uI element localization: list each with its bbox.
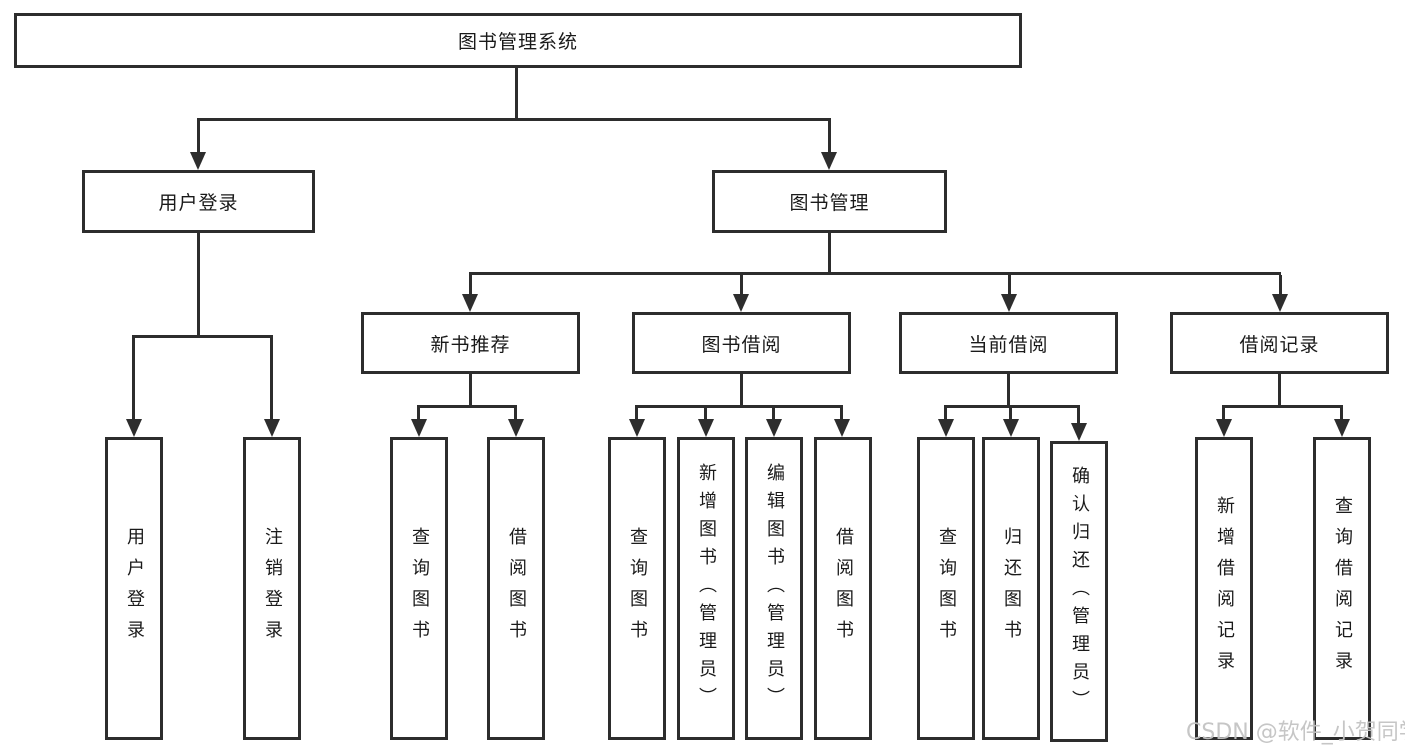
arrowhead-query-books-3 <box>938 419 954 437</box>
leaf-confirm-return-admin-label: 确认归还（管理员） <box>1069 465 1090 718</box>
connector-new-book-stem <box>469 374 472 405</box>
node-root-label: 图书管理系统 <box>457 31 578 53</box>
leaf-query-books-2-label: 查询图书 <box>627 526 648 651</box>
arrowhead-current-borrow <box>1001 294 1017 312</box>
leaf-borrow-books-1-label: 借阅图书 <box>506 526 527 651</box>
leaf-logout-label: 注销登录 <box>262 526 283 651</box>
connector-book-borrow-group-branch <box>635 405 843 408</box>
node-book-borrow: 图书借阅 <box>632 312 851 374</box>
arrowhead-edit-book-admin <box>766 419 782 437</box>
leaf-return-book-label: 归还图书 <box>1001 526 1022 651</box>
connector-level3-branch <box>469 272 1281 275</box>
connector-book-borrow-stem <box>740 374 743 405</box>
leaf-add-book-admin-label: 新增图书（管理员） <box>696 462 717 715</box>
leaf-user-login: 用户登录 <box>105 437 163 740</box>
connector-current-borrow-group-branch <box>944 405 1080 408</box>
connector-login-leaf2-drop <box>270 338 273 421</box>
connector-book-mgmt-stem <box>828 233 831 272</box>
node-borrow-record: 借阅记录 <box>1170 312 1389 374</box>
arrowhead-confirm-return-admin <box>1071 423 1087 441</box>
connector-nb-leaf1-drop <box>417 408 420 421</box>
connector-book-mgmt-drop <box>828 121 831 154</box>
arrowhead-leaf-user-login <box>126 419 142 437</box>
connector-br-leaf2-drop <box>1340 408 1343 421</box>
leaf-add-borrow-record: 新增借阅记录 <box>1195 437 1253 740</box>
connector-user-login-stem <box>197 233 200 335</box>
connector-bb-leaf2-drop <box>704 408 707 421</box>
connector-borrow-record-stem <box>1278 374 1281 405</box>
node-book-borrow-label: 图书借阅 <box>701 333 782 356</box>
connector-cb-leaf2-drop <box>1009 408 1012 421</box>
leaf-edit-book-admin: 编辑图书（管理员） <box>745 437 803 740</box>
leaf-borrow-books-2: 借阅图书 <box>814 437 872 740</box>
arrowhead-return-book <box>1003 419 1019 437</box>
arrowhead-borrow-books-1 <box>508 419 524 437</box>
leaf-confirm-return-admin: 确认归还（管理员） <box>1050 441 1108 742</box>
node-user-login: 用户登录 <box>82 170 315 233</box>
node-current-borrow-label: 当前借阅 <box>968 333 1049 356</box>
leaf-query-books-1-label: 查询图书 <box>409 526 430 651</box>
connector-cb-leaf1-drop <box>944 408 947 421</box>
connector-current-borrow-drop <box>1008 275 1011 296</box>
watermark: CSDN @软件_小贺同学 <box>1186 720 1405 745</box>
connector-bb-leaf3-drop <box>772 408 775 421</box>
node-new-book-recommend-label: 新书推荐 <box>430 333 511 356</box>
connector-cb-leaf3-drop <box>1077 408 1080 425</box>
arrowhead-query-books-1 <box>411 419 427 437</box>
arrowhead-borrow-record <box>1272 294 1288 312</box>
connector-login-leaf1-drop <box>132 338 135 421</box>
node-book-management: 图书管理 <box>712 170 947 233</box>
connector-book-borrow-drop <box>740 275 743 296</box>
arrowhead-add-book-admin <box>698 419 714 437</box>
connector-bb-leaf1-drop <box>635 408 638 421</box>
leaf-query-books-1: 查询图书 <box>390 437 448 740</box>
arrowhead-leaf-logout <box>264 419 280 437</box>
connector-current-borrow-stem <box>1007 374 1010 405</box>
arrowhead-add-borrow-record <box>1216 419 1232 437</box>
connector-user-login-drop <box>197 121 200 154</box>
connector-borrow-record-drop <box>1279 275 1282 296</box>
arrowhead-query-books-2 <box>629 419 645 437</box>
node-new-book-recommend: 新书推荐 <box>361 312 580 374</box>
leaf-add-book-admin: 新增图书（管理员） <box>677 437 735 740</box>
leaf-query-books-3: 查询图书 <box>917 437 975 740</box>
connector-nb-leaf2-drop <box>514 408 517 421</box>
node-borrow-record-label: 借阅记录 <box>1239 333 1320 356</box>
node-book-management-label: 图书管理 <box>789 192 870 214</box>
node-user-login-label: 用户登录 <box>158 192 239 214</box>
arrowhead-new-book-recommend <box>462 294 478 312</box>
arrowhead-query-borrow-record <box>1334 419 1350 437</box>
node-root: 图书管理系统 <box>14 13 1022 68</box>
leaf-borrow-books-1: 借阅图书 <box>487 437 545 740</box>
connector-new-book-drop <box>469 275 472 296</box>
leaf-logout: 注销登录 <box>243 437 301 740</box>
arrowhead-user-login <box>190 152 206 170</box>
leaf-borrow-books-2-label: 借阅图书 <box>833 526 854 651</box>
connector-root-stem <box>515 68 518 121</box>
connector-login-group-branch <box>132 335 273 338</box>
leaf-add-borrow-record-label: 新增借阅记录 <box>1214 495 1235 682</box>
leaf-query-borrow-record-label: 查询借阅记录 <box>1332 495 1353 682</box>
leaf-return-book: 归还图书 <box>982 437 1040 740</box>
connector-bb-leaf4-drop <box>840 408 843 421</box>
node-current-borrow: 当前借阅 <box>899 312 1118 374</box>
connector-level2-branch <box>197 118 831 121</box>
connector-new-book-group-branch <box>417 405 517 408</box>
connector-br-leaf1-drop <box>1222 408 1225 421</box>
leaf-query-borrow-record: 查询借阅记录 <box>1313 437 1371 740</box>
leaf-user-login-label: 用户登录 <box>124 526 145 651</box>
arrowhead-book-mgmt <box>821 152 837 170</box>
leaf-query-books-2: 查询图书 <box>608 437 666 740</box>
leaf-query-books-3-label: 查询图书 <box>936 526 957 651</box>
arrowhead-book-borrow <box>733 294 749 312</box>
connector-borrow-record-group-branch <box>1222 405 1343 408</box>
arrowhead-borrow-books-2 <box>834 419 850 437</box>
leaf-edit-book-admin-label: 编辑图书（管理员） <box>764 462 785 715</box>
